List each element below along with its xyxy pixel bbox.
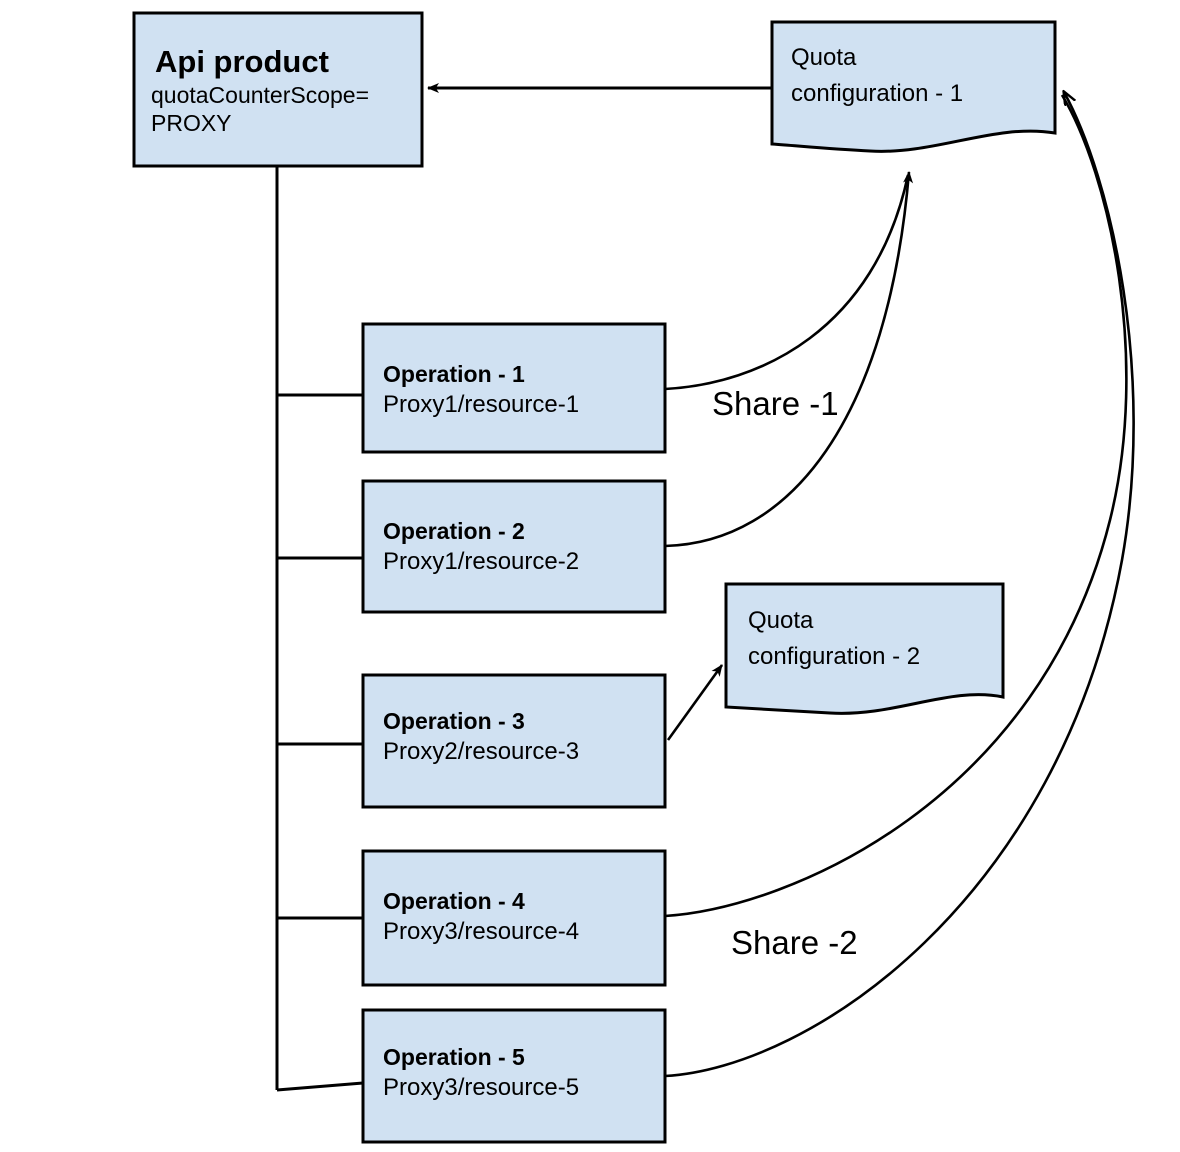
node-operation-4[interactable]	[361, 849, 667, 987]
quota-configuration-1-line2: configuration - 1	[791, 80, 964, 107]
api-product-title: Api product	[155, 44, 329, 79]
operation-4-title: Operation - 4	[383, 888, 525, 914]
operation-2-title: Operation - 2	[383, 518, 525, 544]
edge-operation-4-to-quota-1	[664, 94, 1128, 918]
operation-3-title: Operation - 3	[383, 708, 525, 734]
quota-configuration-2-line1: Quota	[748, 607, 814, 634]
node-operation-2[interactable]	[361, 479, 667, 614]
operation-5-path: Proxy3/resource-5	[383, 1074, 580, 1101]
operation-4-path: Proxy3/resource-4	[383, 918, 580, 945]
edge-operation-1-to-quota-1	[664, 174, 910, 391]
node-operation-5[interactable]	[361, 1008, 667, 1144]
operation-1-title: Operation - 1	[383, 361, 525, 387]
operation-2-path: Proxy1/resource-2	[383, 548, 580, 575]
operation-5-title: Operation - 5	[383, 1044, 525, 1070]
edge-label-share-2: Share -2	[731, 924, 858, 961]
node-operation-1[interactable]	[361, 322, 667, 454]
edge-operation-5-to-quota-1	[664, 92, 1135, 1078]
node-api-product[interactable]	[132, 11, 424, 168]
operation-3-path: Proxy2/resource-3	[383, 738, 580, 765]
api-product-attribute: quotaCounterScope=	[151, 82, 370, 108]
edge-spine-to-operation-5	[276, 1081, 364, 1092]
quota-configuration-2-line2: configuration - 2	[748, 643, 921, 670]
edge-operation-2-to-quota-1	[664, 171, 914, 548]
edge-label-share-1: Share -1	[712, 385, 839, 422]
operation-1-path: Proxy1/resource-1	[383, 391, 580, 418]
node-quota-configuration-1[interactable]	[770, 20, 1057, 153]
edge-operation-3-to-quota-2	[666, 664, 724, 741]
node-quota-configuration-2[interactable]	[724, 582, 1005, 715]
quota-configuration-1-line1: Quota	[791, 44, 857, 71]
api-product-attribute-value: PROXY	[151, 110, 232, 136]
node-operation-3[interactable]	[361, 673, 667, 809]
